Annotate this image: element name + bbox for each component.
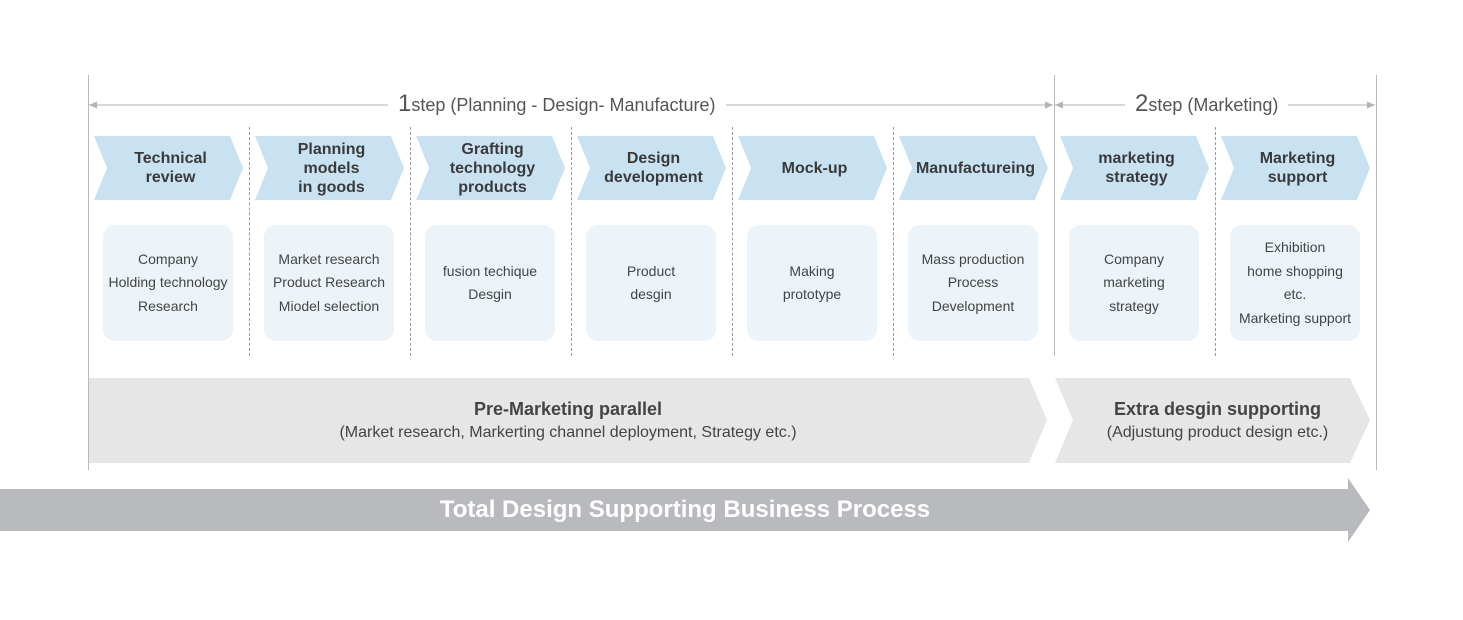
stage-separator [732, 127, 733, 356]
stage-detail-text: Company marketing strategy [1103, 250, 1165, 314]
stage-separator [1215, 127, 1216, 356]
stage-chevron-design-development: Design development [577, 136, 726, 200]
pre-marketing-band: Pre-Marketing parallel (Market research,… [89, 378, 1047, 463]
stage-chevron-planning-models: Planning models in goods [255, 136, 404, 200]
arrow-head-left-icon [89, 101, 97, 109]
stage-detail-text: Making prototype [782, 262, 842, 303]
stage-detail-card: Product desgin [586, 225, 716, 341]
stage-detail-text: Product desgin [626, 262, 676, 303]
step1-title: 1step (Planning - Design- Manufacture) [388, 90, 726, 118]
stage-title: Technical review [134, 150, 207, 186]
stage-chevron-technical-review: Technical review [94, 136, 243, 200]
stage-detail-card: Making prototype [747, 225, 877, 341]
stage-chevron-mock-up: Mock-up [738, 136, 887, 200]
stage-chevron-marketing-strategy: marketing strategy [1060, 136, 1209, 200]
stage-title: marketing strategy [1098, 150, 1175, 186]
stage-title: Mock-up [781, 159, 848, 177]
stage-title: Marketing support [1259, 150, 1336, 186]
band-subtitle: (Market research, Markerting channel dep… [339, 423, 797, 441]
arrow-head-right-icon [1045, 101, 1053, 109]
step2-label: step (Marketing) [1148, 95, 1279, 115]
arrow-head-left-icon [1055, 101, 1063, 109]
arrow-head-right-icon [1367, 101, 1375, 109]
total-process-title: Total Design Supporting Business Process [439, 496, 931, 523]
stage-chevron-marketing-support: Marketing support [1221, 136, 1370, 200]
stage-separator [893, 127, 894, 356]
step1-number: 1 [398, 90, 412, 117]
stage-detail-text: Company Holding technology Research [108, 250, 228, 314]
stage-detail-text: Mass production Process Development [921, 250, 1025, 314]
stage-chevron-manufacturing: Manufactureing [899, 136, 1048, 200]
stage-detail-text: Market research Product Research Miodel … [272, 250, 386, 314]
stage-detail-card: Company Holding technology Research [103, 225, 233, 341]
stage-title: Grafting technology products [449, 140, 536, 196]
stage-separator [410, 127, 411, 356]
stage-title: Design development [604, 150, 703, 186]
band-subtitle: (Adjustung product design etc.) [1106, 423, 1329, 441]
stage-detail-card: fusion techique Desgin [425, 225, 555, 341]
stage-chevron-grafting-technology: Grafting technology products [416, 136, 565, 200]
stage-title: Planning models in goods [297, 140, 366, 196]
stage-separator [249, 127, 250, 356]
stage-detail-card: Company marketing strategy [1069, 225, 1199, 341]
stage-title: Manufactureing [915, 159, 1036, 177]
stage-detail-card: Exhibition home shopping etc. Marketing … [1230, 225, 1360, 341]
step1-label: step (Planning - Design- Manufacture) [411, 95, 716, 115]
total-process-arrow: Total Design Supporting Business Process [0, 478, 1370, 542]
stage-detail-card: Mass production Process Development [908, 225, 1038, 341]
stage-detail-card: Market research Product Research Miodel … [264, 225, 394, 341]
step-divider-line [1054, 75, 1055, 356]
left-boundary-line [88, 75, 89, 470]
stage-detail-text: Exhibition home shopping etc. Marketing … [1238, 239, 1352, 326]
stage-detail-text: fusion techique Desgin [442, 262, 538, 303]
stage-separator [571, 127, 572, 356]
step2-title: 2step (Marketing) [1125, 90, 1289, 118]
extra-design-band: Extra desgin supporting (Adjustung produ… [1055, 378, 1370, 463]
band-title: Extra desgin supporting [1113, 398, 1322, 419]
band-title: Pre-Marketing parallel [473, 398, 663, 419]
step2-number: 2 [1135, 90, 1149, 117]
right-boundary-line [1376, 75, 1377, 470]
